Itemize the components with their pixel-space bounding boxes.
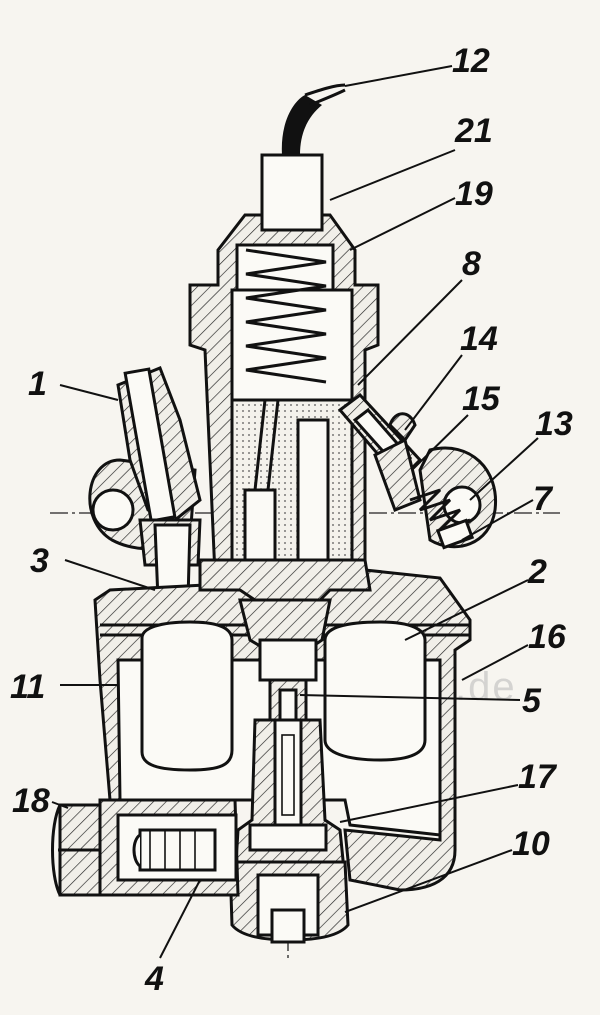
float-right bbox=[323, 620, 427, 762]
label-18: 18 bbox=[12, 782, 50, 820]
drain-plug bbox=[228, 860, 350, 944]
label-11: 11 bbox=[10, 668, 45, 706]
idle-adjust-assembly bbox=[337, 392, 475, 550]
fuel-strainer bbox=[51, 798, 240, 897]
label-19: 19 bbox=[455, 175, 493, 213]
label-5: 5 bbox=[522, 682, 542, 720]
label-12: 12 bbox=[452, 42, 490, 80]
label-16: 16 bbox=[528, 618, 567, 656]
throttle-slide bbox=[230, 398, 354, 562]
fuel-inlet bbox=[116, 366, 202, 623]
label-4: 4 bbox=[144, 960, 164, 998]
label-13: 13 bbox=[535, 405, 573, 443]
label-14: 14 bbox=[460, 320, 498, 358]
label-17: 17 bbox=[518, 758, 558, 796]
label-7: 7 bbox=[533, 480, 554, 518]
label-3: 3 bbox=[30, 542, 49, 580]
callout-labels: 12 21 19 8 14 15 13 7 2 16 5 17 10 1 3 1… bbox=[10, 42, 573, 998]
main-jet-body bbox=[233, 718, 347, 882]
label-15: 15 bbox=[462, 380, 501, 418]
label-21: 21 bbox=[454, 112, 493, 150]
mixing-chamber-base bbox=[198, 558, 372, 602]
label-8: 8 bbox=[462, 245, 481, 283]
label-1: 1 bbox=[28, 365, 47, 403]
cable-nipple bbox=[260, 83, 346, 232]
label-10: 10 bbox=[512, 825, 550, 863]
leader-lines bbox=[51, 65, 539, 959]
float-left bbox=[140, 620, 234, 772]
label-2: 2 bbox=[527, 553, 547, 591]
